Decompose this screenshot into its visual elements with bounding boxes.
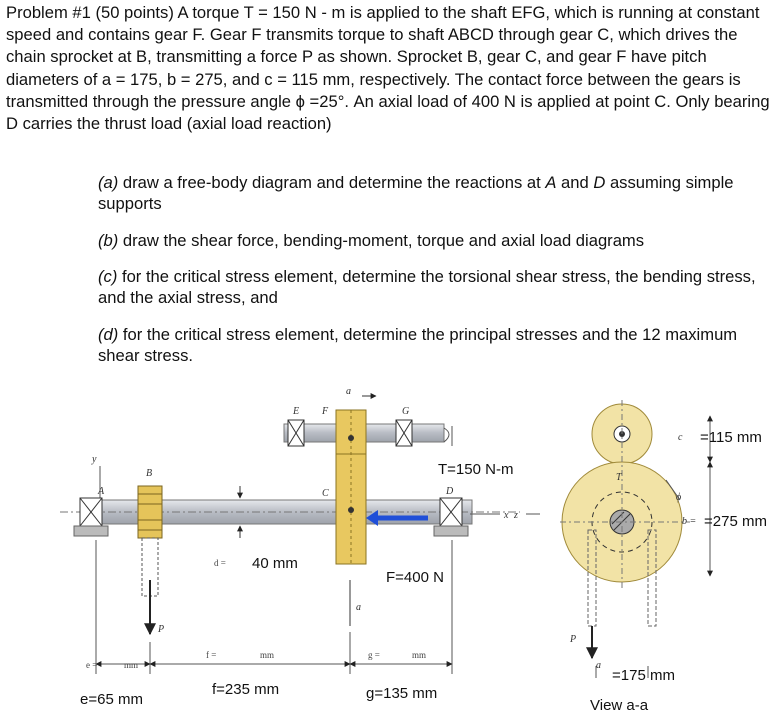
part-b-letter: (b) [98, 231, 119, 250]
label-a-small: a [596, 660, 601, 671]
label-mm-1: mm [124, 660, 138, 670]
label-a-bottom: a [356, 602, 361, 613]
label-t-right: T [616, 472, 623, 483]
part-a-point-a: A [545, 173, 557, 192]
label-torque: T=150 N-m [438, 461, 513, 478]
label-p: P [157, 624, 164, 635]
gear-c-center [348, 507, 354, 513]
label-x: x [503, 510, 509, 521]
label-b-point: B [146, 468, 152, 479]
bearing-e [287, 419, 305, 447]
label-e-eq: e = [86, 660, 97, 670]
label-f: f=235 mm [212, 681, 279, 698]
label-c-point: C [322, 488, 329, 499]
label-f-eq: f = [206, 650, 216, 660]
label-a-point: A [97, 486, 105, 497]
part-c-letter: (c) [98, 267, 118, 286]
gear-f-center [348, 435, 354, 441]
part-a-and: and [556, 173, 594, 192]
part-c-text: for the critical stress element, determi… [98, 267, 756, 307]
view-aa [560, 400, 690, 660]
part-b: (b) draw the shear force, bending-moment… [98, 230, 758, 251]
dimension-lines [95, 540, 453, 674]
part-d-letter: (d) [98, 325, 119, 344]
bearing-d [433, 497, 469, 537]
label-e: e=65 mm [80, 691, 143, 708]
label-axial-force: F=400 N [386, 569, 444, 586]
part-a: (a) draw a free-body diagram and determi… [98, 172, 758, 214]
part-b-text: draw the shear force, bending-moment, to… [118, 231, 645, 250]
part-a-point-d: D [593, 173, 606, 192]
label-g: g=135 mm [366, 685, 437, 702]
axial-force-head [366, 510, 378, 526]
label-view: View a-a [590, 697, 649, 714]
label-mm-3: mm [412, 650, 426, 660]
label-d-eq: d = [214, 558, 226, 568]
part-c: (c) for the critical stress element, det… [98, 266, 758, 308]
part-d: (d) for the critical stress element, det… [98, 324, 758, 366]
label-g-point: G [402, 406, 409, 417]
pressure-angle-line [665, 479, 681, 501]
label-y: y [91, 454, 97, 465]
part-a-letter: (a) [98, 173, 119, 192]
part-a-text: draw a free-body diagram and determine t… [118, 173, 546, 192]
label-z: z [513, 510, 518, 521]
label-diameter: 40 mm [252, 555, 298, 572]
part-d-text: for the critical stress element, determi… [98, 325, 738, 365]
problem-statement: Problem #1 (50 points) A torque T = 150 … [6, 3, 770, 134]
label-mm-2: mm [260, 650, 274, 660]
chain-right-view [647, 529, 657, 627]
bearing-g [395, 419, 413, 447]
label-d-point: D [445, 486, 454, 497]
part-a-tail: assuming simple supports [98, 173, 734, 213]
label-c-dim: =115 mm [700, 429, 762, 446]
label-b-small: b = [682, 516, 696, 527]
torque-symbol [443, 426, 453, 446]
view-dimension-lines [595, 415, 713, 678]
label-g-eq: g = [368, 650, 380, 660]
shaft-figure: y A B P d = 40 mm C E F G [60, 386, 767, 714]
sprocket-b [137, 485, 163, 539]
label-c-small: c [678, 432, 683, 443]
label-b-dim: =275 mm [704, 513, 767, 530]
label-a-top: a [346, 386, 351, 397]
label-f-point: F [321, 406, 329, 417]
label-e-point: E [292, 406, 299, 417]
bearing-a [73, 497, 109, 537]
label-a-dim: =175 mm [612, 667, 675, 684]
label-p-right: P [569, 634, 576, 645]
